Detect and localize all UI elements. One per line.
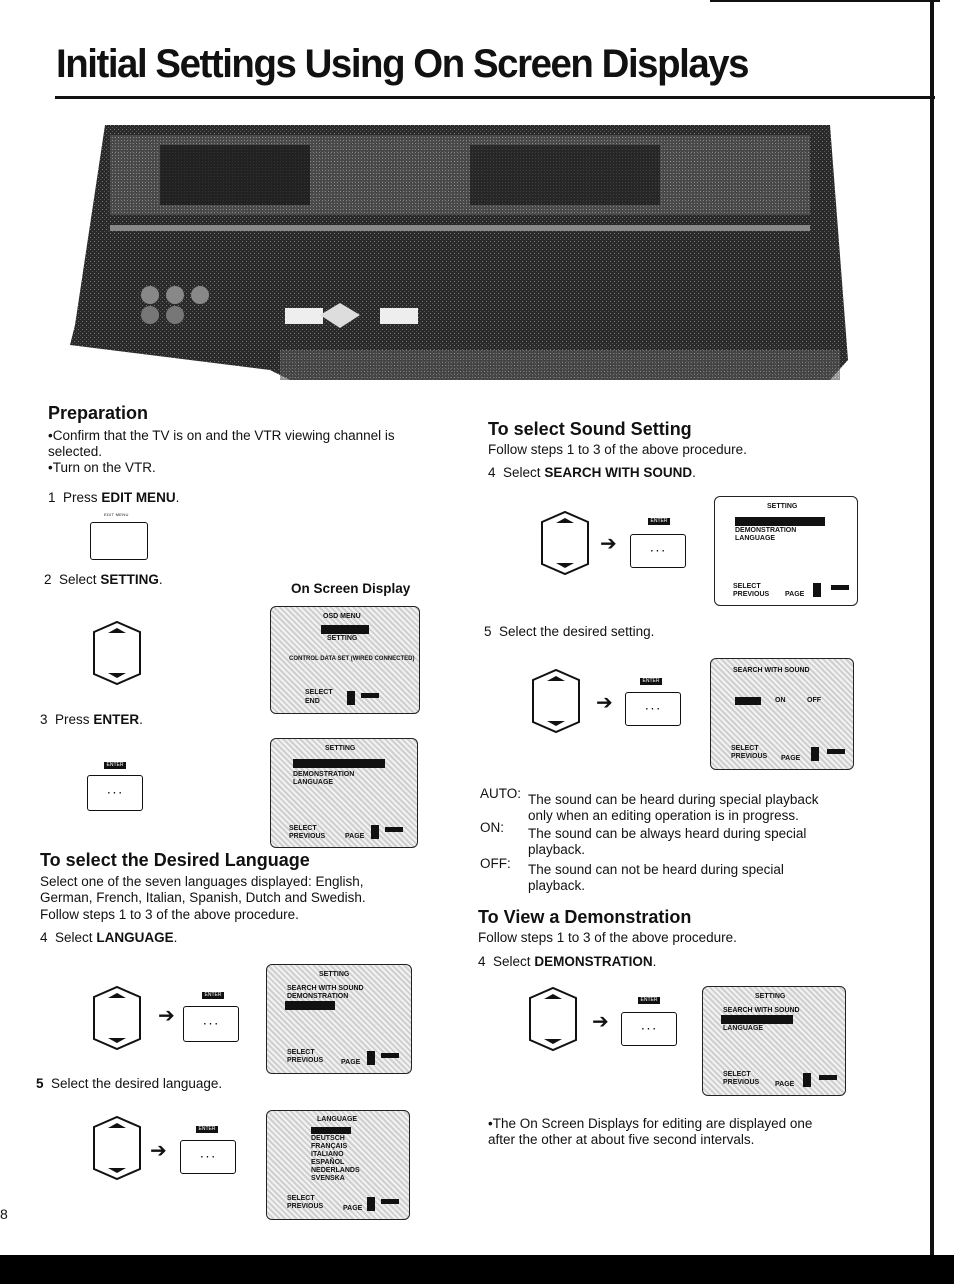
top-rule [710,0,940,2]
step-3: 3 Press ENTER. [40,712,143,727]
edit-menu-button[interactable] [90,522,148,560]
enter-label: ENTER [202,992,224,999]
language-body: Select one of the seven languages displa… [40,874,366,905]
enter-button[interactable]: ··· [630,534,686,568]
enter-button[interactable]: ··· [87,775,143,811]
language-follow: Follow steps 1 to 3 of the above procedu… [40,907,299,922]
enter-button[interactable]: ··· [625,692,681,726]
cursor-key[interactable] [523,668,589,734]
enter-button[interactable]: ··· [621,1012,677,1046]
cursor-key[interactable] [84,1115,150,1181]
auto-label: AUTO: [480,786,522,801]
osd-setting-screen: SETTING DEMONSTRATION LANGUAGE SELECT PR… [270,738,418,848]
enter-label: ENTER [640,678,662,685]
language-heading: To select the Desired Language [40,850,310,870]
arrow-icon: ➔ [158,1005,175,1027]
sound-follow: Follow steps 1 to 3 of the above procedu… [488,442,747,457]
title-rule [55,96,935,99]
off-label: OFF: [480,856,511,871]
enter-label: ENTER [638,997,660,1004]
sound-heading: To select Sound Setting [488,419,692,439]
enter-button[interactable]: ··· [180,1140,236,1174]
off-text: The sound can not be heard during specia… [528,862,784,893]
osd-menu-screen: OSD MENU SETTING CONTROL DATA SET (WIRED… [270,606,420,714]
preparation-heading: Preparation [48,403,149,423]
cursor-key[interactable] [520,986,586,1052]
on-text: The sound can be always heard during spe… [528,826,807,857]
demo-note: •The On Screen Displays for editing are … [488,1116,813,1147]
preparation-bullet-2: •Turn on the VTR. [48,460,156,475]
auto-text: The sound can be heard during special pl… [528,792,819,823]
osd-label: On Screen Display [291,581,411,596]
enter-button[interactable]: ··· [183,1006,239,1042]
step-1: 1 Press EDIT MENU. [48,490,180,505]
right-edge [930,0,934,1260]
osd-setting-sound-screen: SETTING DEMONSTRATION LANGUAGE SELECT PR… [714,496,858,606]
arrow-icon: ➔ [150,1140,167,1162]
osd-language-screen: LANGUAGE DEUTSCH FRANÇAIS ITALIANO ESPAÑ… [266,1110,410,1220]
sound-step-4: 4 Select SEARCH WITH SOUND. [488,465,696,480]
bottom-bar [0,1255,954,1284]
arrow-icon: ➔ [596,692,613,714]
language-step-5: 5 Select the desired language. [36,1076,223,1091]
sound-step-5: 5 Select the desired setting. [484,624,655,639]
arrow-icon: ➔ [592,1011,609,1033]
page-number: 8 [0,1206,8,1222]
osd-search-sound-screen: SEARCH WITH SOUND ON OFF SELECT PREVIOUS… [710,658,854,770]
demo-follow: Follow steps 1 to 3 of the above procedu… [478,930,737,945]
on-label: ON: [480,820,505,835]
demo-heading: To View a Demonstration [478,907,692,927]
demo-step-4: 4 Select DEMONSTRATION. [478,954,657,969]
language-step-4: 4 Select LANGUAGE. [40,930,178,945]
preparation-bullet-1: •Confirm that the TV is on and the VTR v… [48,428,395,459]
enter-label: ENTER [196,1126,218,1133]
cursor-key[interactable] [84,985,150,1051]
cursor-key[interactable] [532,510,598,576]
step-2: 2 Select SETTING. [44,572,163,587]
edit-menu-label: EDIT MENU [104,512,129,517]
cursor-key[interactable] [84,620,150,686]
arrow-icon: ➔ [600,533,617,555]
enter-label: ENTER [648,518,670,525]
osd-setting-language-screen: SETTING SEARCH WITH SOUND DEMONSTRATION … [266,964,412,1074]
enter-label: ENTER [104,762,126,769]
vtr-photo [70,125,848,380]
page-title: Initial Settings Using On Screen Display… [56,42,750,86]
osd-setting-demo-screen: SETTING SEARCH WITH SOUND LANGUAGE SELEC… [702,986,846,1096]
